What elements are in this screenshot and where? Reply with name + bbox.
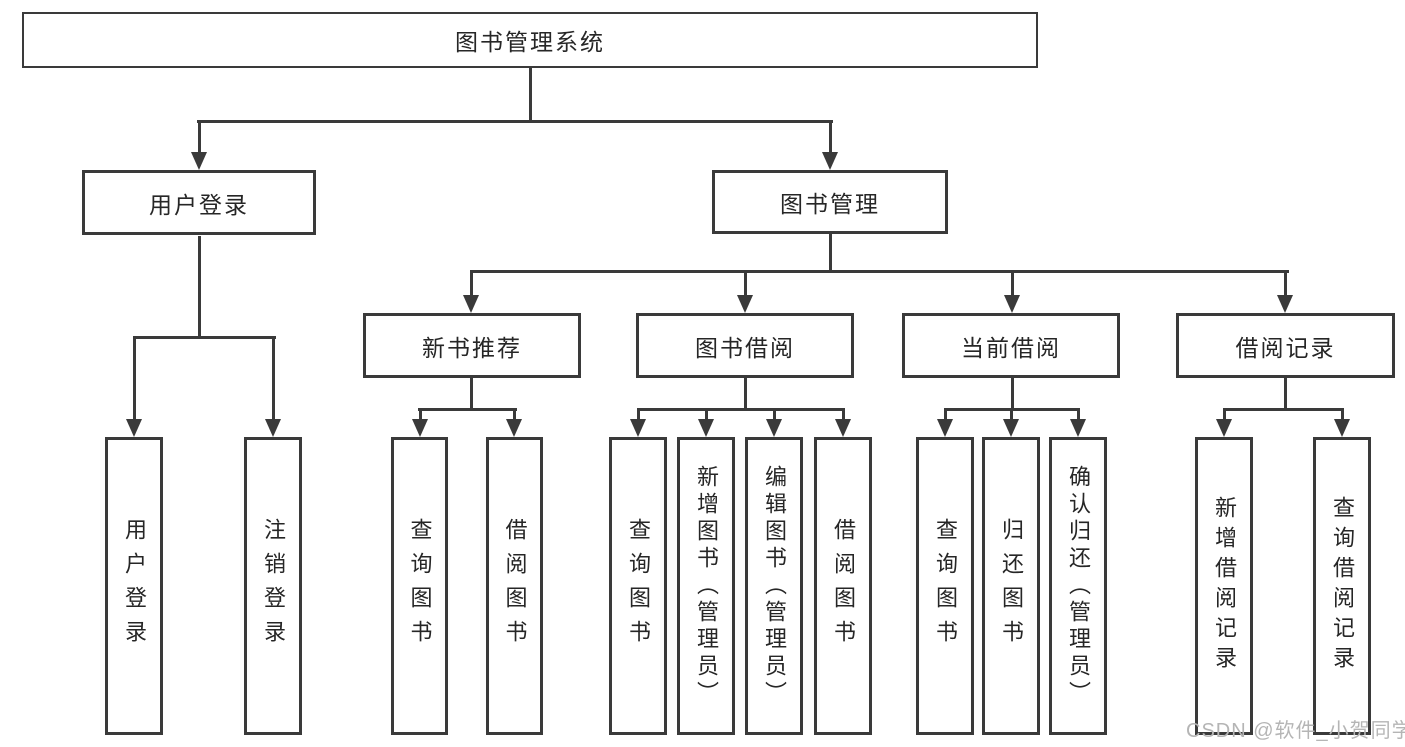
connector-arrow-shaft <box>1011 270 1014 297</box>
connector-arrow-shaft <box>133 336 136 421</box>
arrow-down-icon <box>1277 295 1293 313</box>
connector-line <box>1284 378 1287 410</box>
leaf-add-books-admin: 新增图书（管理员） <box>677 437 735 735</box>
leaf-query-books-3: 查询图书 <box>916 437 974 735</box>
leaf-query-books-3-label: 查询图书 <box>933 518 958 654</box>
connector-line <box>470 378 473 410</box>
leaf-query-books-1-label: 查询图书 <box>407 518 433 654</box>
arrow-down-icon <box>822 152 838 170</box>
connector-arrow-shaft <box>944 408 947 421</box>
leaf-borrow-books-2-label: 借阅图书 <box>831 518 856 654</box>
arrow-down-icon <box>191 152 207 170</box>
leaf-return-books: 归还图书 <box>982 437 1040 735</box>
leaf-logout: 注销登录 <box>244 437 302 735</box>
connector-arrow-shaft <box>1223 408 1226 421</box>
leaf-borrow-books-2: 借阅图书 <box>814 437 872 735</box>
connector-arrow-shaft <box>1077 408 1080 421</box>
leaf-add-books-admin-label: 新增图书（管理员） <box>694 464 719 708</box>
arrow-down-icon <box>737 295 753 313</box>
connector-line <box>197 120 833 123</box>
leaf-query-borrow-record: 查询借阅记录 <box>1313 437 1371 735</box>
arrow-down-icon <box>126 419 142 437</box>
connector-line <box>418 408 517 411</box>
leaf-add-borrow-record: 新增借阅记录 <box>1195 437 1253 735</box>
arrow-down-icon <box>1003 419 1019 437</box>
node-root: 图书管理系统 <box>22 12 1038 68</box>
watermark: CSDN @软件_小贺同学 <box>1186 720 1405 742</box>
leaf-return-books-label: 归还图书 <box>999 518 1024 654</box>
connector-arrow-shaft <box>419 408 422 421</box>
leaf-query-books-2: 查询图书 <box>609 437 667 735</box>
node-new-book-recommend-label: 新书推荐 <box>422 334 522 361</box>
connector-line <box>829 234 832 273</box>
connector-arrow-shaft <box>470 270 473 297</box>
arrow-down-icon <box>1004 295 1020 313</box>
connector-arrow-shaft <box>1341 408 1344 421</box>
connector-line <box>637 408 845 411</box>
arrow-down-icon <box>1216 419 1232 437</box>
node-borrow-records-label: 借阅记录 <box>1235 334 1336 361</box>
node-new-book-recommend: 新书推荐 <box>363 313 581 378</box>
connector-arrow-shaft <box>1284 270 1287 297</box>
node-current-borrow-label: 当前借阅 <box>961 334 1061 361</box>
arrow-down-icon <box>698 419 714 437</box>
leaf-borrow-books-1-label: 借阅图书 <box>502 518 528 654</box>
connector-arrow-shaft <box>637 408 640 421</box>
connector-arrow-shaft <box>1010 408 1013 421</box>
connector-line <box>133 336 276 339</box>
arrow-down-icon <box>463 295 479 313</box>
leaf-user-login-label: 用户登录 <box>122 518 147 654</box>
node-book-borrow: 图书借阅 <box>636 313 854 378</box>
connector-line <box>1223 408 1344 411</box>
connector-line <box>470 270 1289 273</box>
arrow-down-icon <box>265 419 281 437</box>
node-book-management-label: 图书管理 <box>780 191 880 217</box>
connector-line <box>198 236 201 338</box>
arrow-down-icon <box>835 419 851 437</box>
leaf-query-borrow-record-label: 查询借阅记录 <box>1330 496 1355 676</box>
node-book-management: 图书管理 <box>712 170 948 234</box>
connector-line <box>1011 378 1014 410</box>
connector-arrow-shaft <box>198 120 201 154</box>
arrow-down-icon <box>506 419 522 437</box>
connector-arrow-shaft <box>773 408 776 421</box>
connector-line <box>744 378 747 410</box>
node-user-login-label: 用户登录 <box>149 191 249 218</box>
leaf-borrow-books-1: 借阅图书 <box>486 437 543 735</box>
node-user-login: 用户登录 <box>82 170 316 235</box>
connector-arrow-shaft <box>829 120 832 154</box>
connector-line <box>529 68 532 121</box>
leaf-query-books-2-label: 查询图书 <box>626 518 651 654</box>
leaf-edit-books-admin-label: 编辑图书（管理员） <box>762 464 787 708</box>
connector-arrow-shaft <box>842 408 845 421</box>
arrow-down-icon <box>1070 419 1086 437</box>
arrow-down-icon <box>766 419 782 437</box>
node-borrow-records: 借阅记录 <box>1176 313 1395 378</box>
connector-arrow-shaft <box>513 408 516 421</box>
connector-arrow-shaft <box>272 336 275 421</box>
leaf-add-borrow-record-label: 新增借阅记录 <box>1212 496 1237 676</box>
leaf-user-login: 用户登录 <box>105 437 163 735</box>
leaf-logout-label: 注销登录 <box>261 518 286 654</box>
leaf-confirm-return-admin-label: 确认归还（管理员） <box>1066 464 1091 708</box>
node-current-borrow: 当前借阅 <box>902 313 1120 378</box>
leaf-edit-books-admin: 编辑图书（管理员） <box>745 437 803 735</box>
arrow-down-icon <box>412 419 428 437</box>
arrow-down-icon <box>1334 419 1350 437</box>
connector-arrow-shaft <box>744 270 747 297</box>
arrow-down-icon <box>630 419 646 437</box>
leaf-confirm-return-admin: 确认归还（管理员） <box>1049 437 1107 735</box>
node-book-borrow-label: 图书借阅 <box>695 334 795 361</box>
connector-arrow-shaft <box>705 408 708 421</box>
leaf-query-books-1: 查询图书 <box>391 437 448 735</box>
arrow-down-icon <box>937 419 953 437</box>
node-root-label: 图书管理系统 <box>455 29 605 55</box>
